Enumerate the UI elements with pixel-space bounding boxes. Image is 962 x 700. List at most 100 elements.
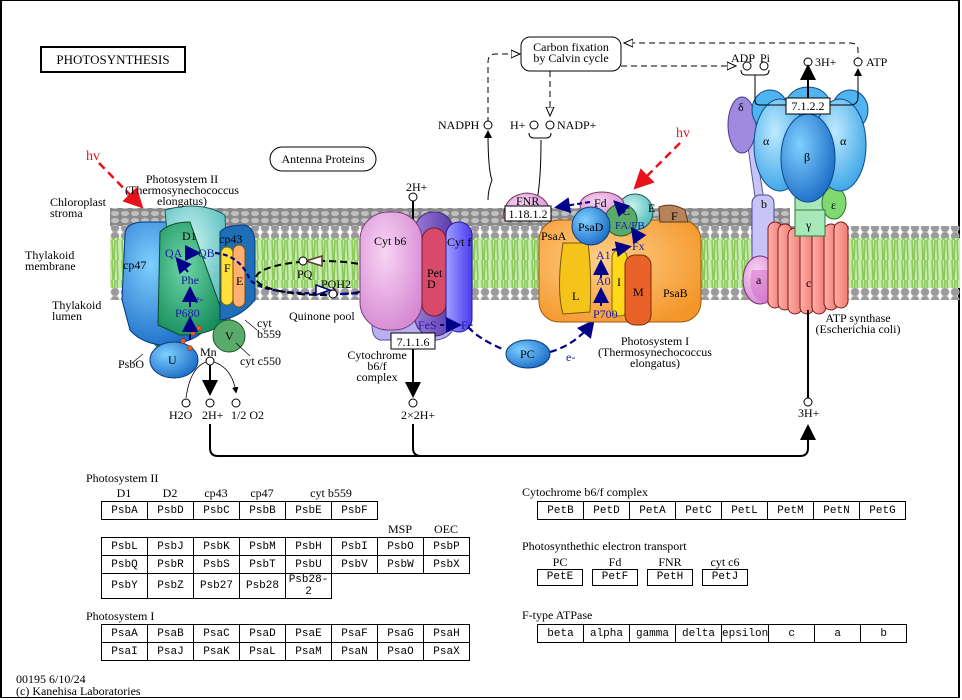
gene-cell[interactable]: PsbO [377,537,424,556]
gene-cell[interactable]: PsbP [423,537,470,556]
column-header: MSP [387,522,413,536]
gene-cell[interactable]: PetL [721,501,768,520]
gene-cell[interactable]: PetB [537,501,584,520]
pi-node[interactable] [759,61,769,71]
gene-cell[interactable]: delta [675,624,722,643]
gene-cell[interactable]: PsbI [331,537,378,556]
gene-cell[interactable]: PsaX [423,642,470,661]
gene-cell[interactable]: beta [537,624,584,643]
gene-cell[interactable]: PetM [767,501,814,520]
gene-cell[interactable]: PsbQ [101,555,148,574]
label-line: lumen [52,309,82,323]
gene-cell[interactable]: PsbR [147,555,194,574]
gene-cell[interactable]: PsbZ [147,573,194,599]
gene-cell[interactable]: epsilon [720,624,770,643]
gene-cell[interactable]: PetF [592,569,638,586]
nadp-node[interactable] [545,120,555,130]
label-line: Thylakoid [52,298,101,312]
cp47-label: cp47 [123,258,146,272]
nadph-node[interactable] [483,120,493,130]
photosystem-ii[interactable]: cp47 D1 cp43 F E U V QA QB Phe e- P680 [121,205,256,379]
gene-cell[interactable]: PetG [859,501,906,520]
gene-cell[interactable]: Psb28 [239,573,286,599]
gene-cell[interactable]: PsbV [331,555,378,574]
gene-cell[interactable]: alpha [583,624,630,643]
gene-cell[interactable]: PsbM [239,537,286,556]
gene-cell[interactable]: PsbW [377,555,424,574]
fnr-ec-box[interactable]: 1.18.1.2 [504,205,552,222]
atp-h-top-node[interactable] [803,57,813,67]
h-node[interactable] [529,120,539,130]
gene-cell[interactable]: PetJ [702,569,748,586]
gene-cell[interactable]: PsbD [147,501,194,520]
gene-cell[interactable]: PetA [629,501,676,520]
gene-cell[interactable]: PsaG [377,624,424,643]
gene-cell[interactable]: PsbB [239,501,286,520]
gene-cell[interactable]: PsbJ [147,537,194,556]
gene-cell[interactable]: PsbL [101,537,148,556]
gene-cell[interactable]: PsaL [239,642,286,661]
gene-cell[interactable]: PsaF [331,624,378,643]
gene-cell[interactable]: PsbU [285,555,332,574]
adp-node[interactable] [742,61,752,71]
gene-cell[interactable]: PsbA [101,501,148,520]
gene-cell[interactable]: PsbC [193,501,240,520]
gene-cell[interactable]: b [860,624,908,643]
gene-cell[interactable]: PsaD [239,624,286,643]
plastocyanin[interactable]: PC [505,339,551,369]
b6f-h-in-node[interactable] [408,192,418,202]
gene-cell[interactable]: PsaH [423,624,470,643]
label-line: Cytochrome [347,348,406,362]
gene-cell[interactable]: PsaK [193,642,240,661]
p680-label: P680 [175,306,200,320]
psii-h-node[interactable] [205,398,215,408]
p700-label: P700 [593,307,618,321]
gene-cell[interactable]: PsaN [331,642,378,661]
gene-cell[interactable]: PsaI [101,642,148,661]
svg-text:ε: ε [831,198,836,212]
svg-text:δ: δ [738,100,744,114]
atp-synthase[interactable]: δ α α β b ε γ a c [727,86,869,315]
gene-cell[interactable]: PsbX [423,555,470,574]
antenna-proteins-link[interactable]: Antenna Proteins [269,146,377,172]
b6f-ec-box[interactable]: 7.1.1.6 [390,332,436,350]
atp-ec-box[interactable]: 7.1.2.2 [785,97,831,115]
gene-cell[interactable]: PsbF [331,501,378,520]
h2o-node[interactable] [181,398,191,408]
gene-cell[interactable]: PsaO [377,642,424,661]
gene-cell[interactable]: PsbH [285,537,332,556]
gene-cell[interactable]: PsaA [101,624,148,643]
o2-node[interactable] [231,398,241,408]
gene-cell[interactable]: PsaE [285,624,332,643]
gene-cell[interactable]: c [768,624,816,643]
gene-cell[interactable]: PetE [537,569,583,586]
gene-cell[interactable]: PsbK [193,537,240,556]
gene-cell[interactable]: PsaM [285,642,332,661]
gene-cell[interactable]: PsaJ [147,642,194,661]
gene-cell[interactable]: Psb27 [193,573,240,599]
gene-cell[interactable]: PetD [583,501,630,520]
b6f-h-out-node[interactable] [408,398,418,408]
gene-cell[interactable]: PsbE [285,501,332,520]
column-header: cyt b559 [310,486,352,500]
gene-cell[interactable]: PsaC [193,624,240,643]
atp-h-bottom-node[interactable] [803,397,813,407]
gene-cell[interactable]: PetC [675,501,722,520]
gene-cell[interactable]: Psb28-2 [285,573,332,599]
gene-cell[interactable]: PsbT [239,555,286,574]
gene-cell[interactable]: gamma [629,624,676,643]
photosystem-i[interactable]: PsaA PsaB PsaD L I M C E F A1 A0 P700 Fx… [538,191,702,326]
svg-text:PC: PC [520,347,535,361]
gene-cell[interactable]: PsbY [101,573,148,599]
gene-cell[interactable]: a [814,624,862,643]
atp-node[interactable] [853,57,863,67]
o2-label: 1/2 O2 [231,408,264,422]
gene-cell[interactable]: PetH [647,569,693,586]
gene-cell[interactable]: PsaB [147,624,194,643]
gene-cell[interactable]: PsbS [193,555,240,574]
gene-cell[interactable]: PetN [813,501,860,520]
